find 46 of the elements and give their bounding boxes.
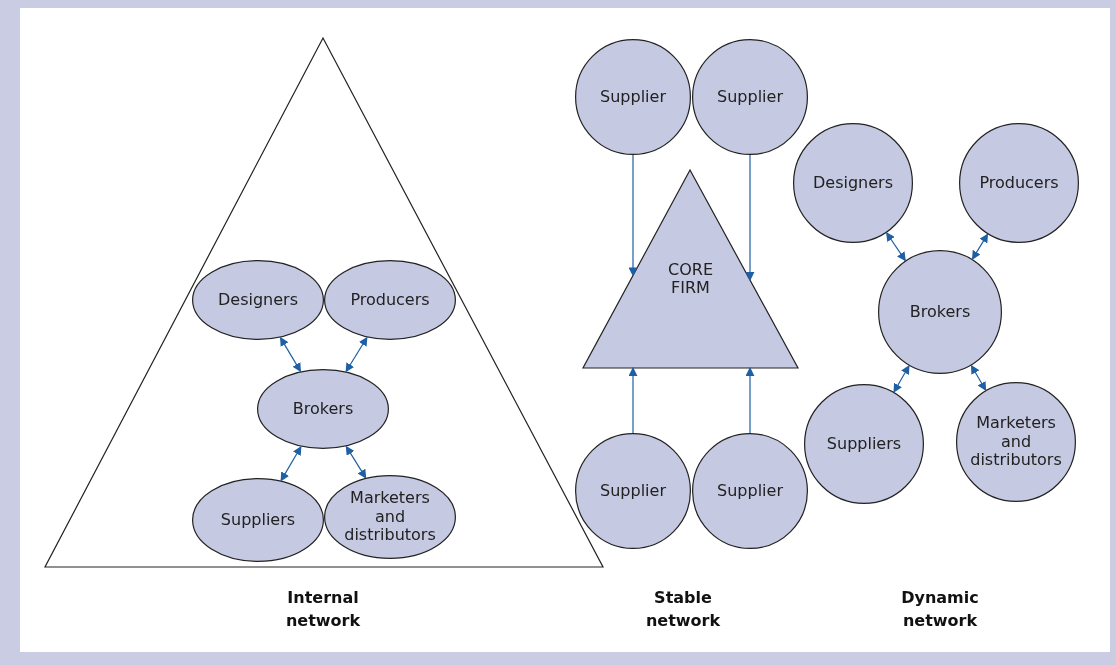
- network-caption: Internal network: [284, 587, 362, 633]
- arrow: [745, 154, 755, 281]
- triangle-outline: [45, 38, 603, 567]
- ellipse-node: [192, 478, 324, 562]
- node-label: Brokers: [291, 397, 355, 420]
- arrow: [970, 364, 987, 391]
- node-label: Supplier: [716, 85, 784, 108]
- node-label: Marketers and distributors: [971, 412, 1061, 472]
- circle-node: [804, 384, 924, 504]
- circle-node: [575, 433, 691, 549]
- node-label: Marketers and distributors: [343, 487, 437, 547]
- circle-node: [692, 433, 808, 549]
- arrow: [345, 336, 368, 373]
- circle-node: [692, 39, 808, 155]
- circle-node: [878, 250, 1002, 374]
- node-label: Suppliers: [219, 508, 297, 531]
- arrow: [893, 364, 910, 393]
- triangle-node: [583, 170, 798, 368]
- arrow: [279, 336, 302, 373]
- arrow: [345, 445, 367, 479]
- arrow: [745, 367, 755, 434]
- arrow: [280, 445, 302, 482]
- node-label: Designers: [812, 171, 894, 194]
- node-label: Supplier: [599, 479, 667, 502]
- node-label: Supplier: [716, 479, 784, 502]
- ellipse-node: [192, 260, 324, 340]
- node-label: Brokers: [908, 300, 972, 323]
- node-label: Designers: [217, 288, 299, 311]
- ellipse-node: [324, 260, 456, 340]
- arrow: [628, 367, 638, 434]
- circle-node: [956, 382, 1076, 502]
- node-label: CORE FIRM: [667, 258, 714, 299]
- network-caption: Dynamic network: [900, 587, 980, 633]
- node-label: Supplier: [599, 85, 667, 108]
- ellipse-node: [324, 475, 456, 559]
- node-label: Suppliers: [825, 432, 903, 455]
- arrow: [628, 154, 638, 277]
- node-label: Producers: [349, 288, 431, 311]
- circle-node: [575, 39, 691, 155]
- ellipse-node: [257, 369, 389, 449]
- arrow: [885, 232, 906, 262]
- circle-node: [959, 123, 1079, 243]
- arrow: [971, 233, 989, 260]
- network-caption: Stable network: [644, 587, 722, 633]
- node-label: Producers: [978, 171, 1060, 194]
- circle-node: [793, 123, 913, 243]
